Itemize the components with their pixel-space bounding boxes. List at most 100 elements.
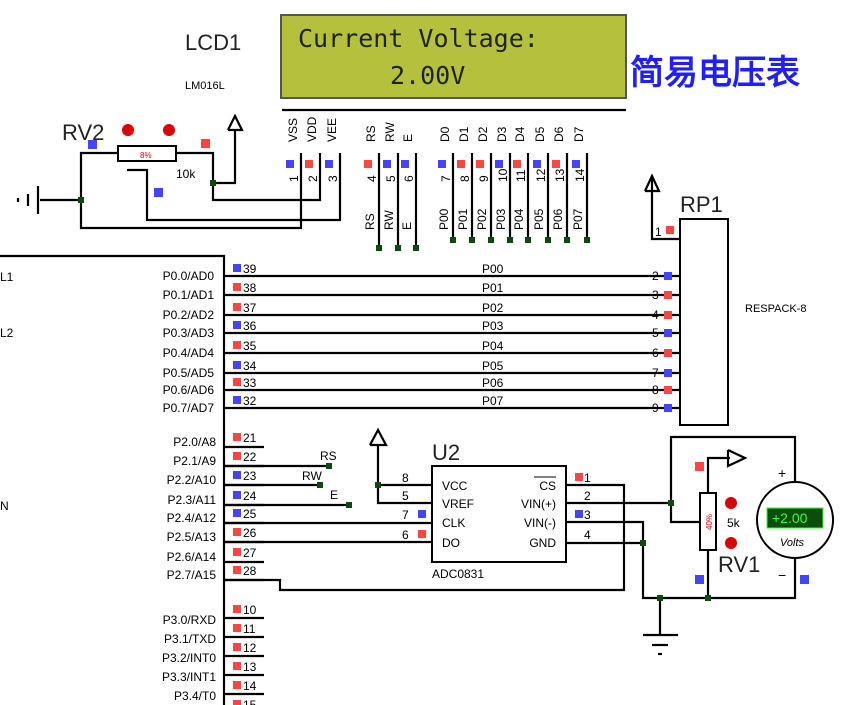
lcd-pin-label: RW [383, 122, 397, 142]
lcd-pin-number: 1 [287, 175, 301, 182]
lcd-pin-number: 8 [458, 175, 472, 182]
rv2-decrement-icon[interactable] [122, 124, 134, 136]
pin-state-indicator [233, 566, 241, 574]
pin-state-indicator [383, 160, 391, 168]
adc0831-chip[interactable] [431, 465, 567, 563]
rp1-pin-number: 3 [652, 288, 659, 302]
mcu-pin-label: P2.7/A15 [167, 568, 217, 582]
net-label: P01 [482, 281, 504, 295]
lcd-display[interactable] [280, 14, 627, 99]
pin-state-indicator [664, 311, 672, 319]
lcd-pin-label: D3 [495, 126, 509, 142]
lcd-pin-number: 13 [553, 168, 567, 182]
pin-state-indicator [418, 530, 426, 538]
pin-number: 32 [243, 394, 257, 408]
pin-state-indicator [233, 662, 241, 670]
rv1-increment-icon[interactable] [725, 497, 737, 509]
net-label: P03 [494, 208, 508, 230]
pin-state-indicator [233, 264, 241, 272]
net-label-rw: RW [302, 469, 322, 483]
mcu-pin-label: P0.2/AD2 [163, 308, 215, 322]
pin-number: 37 [243, 301, 257, 315]
pin-state-indicator [233, 548, 241, 556]
pin-number: 21 [243, 431, 257, 445]
lcd-pin-label: VDD [305, 116, 319, 142]
lcd-pin-label: D0 [438, 126, 452, 142]
pin-number: 23 [243, 469, 257, 483]
rv2-increment-icon[interactable] [163, 124, 175, 136]
net-label: P07 [482, 394, 504, 408]
pin-state-indicator [233, 361, 241, 369]
mcu-pin-label: P3.0/RXD [163, 613, 217, 627]
rv2-value: 10k [176, 167, 196, 181]
rv1-ref: RV1 [718, 552, 760, 577]
mcu-label: L2 [0, 326, 14, 340]
pin-state-indicator [572, 160, 580, 168]
pin-state-indicator [233, 303, 241, 311]
lcd-pin-label: D5 [533, 126, 547, 142]
mcu-pin-label: P2.3/A11 [168, 493, 217, 507]
pin-state-indicator [664, 349, 672, 357]
mcu-pin-label: P2.1/A9 [173, 454, 216, 468]
u2-pin-number: 2 [584, 489, 591, 503]
u2-pin-label: VCC [442, 479, 468, 493]
pin-number: 25 [243, 507, 257, 521]
mcu-label: L1 [0, 270, 14, 284]
lcd-line2: 2.00V [390, 61, 465, 90]
u2-pin-label: VIN(+) [521, 497, 556, 511]
u2-pin-label: DO [442, 536, 460, 550]
pin-state-indicator [233, 321, 241, 329]
u2-pin-label: GND [529, 536, 556, 550]
mcu-pin-label: P0.6/AD6 [163, 383, 215, 397]
lcd-pin-label: VEE [325, 118, 339, 142]
rv1-potentiometer[interactable] [699, 492, 717, 551]
voltmeter-reading: +2.00 [772, 510, 808, 526]
pin-state-indicator [233, 471, 241, 479]
mcu-pin-label: P2.2/A10 [167, 473, 217, 487]
pin-state-indicator [233, 378, 241, 386]
net-label: P07 [571, 208, 585, 230]
lcd-pin-number: 5 [384, 175, 398, 182]
pin-number: 15 [243, 698, 257, 705]
pin-state-indicator [513, 160, 521, 168]
net-label-rs: RS [320, 449, 337, 463]
pin-state-indicator [233, 605, 241, 613]
rp1-part: RESPACK-8 [745, 303, 807, 315]
net-label: P04 [512, 208, 526, 230]
pin-state-indicator [233, 624, 241, 632]
rv2-percent: 8% [140, 151, 152, 160]
u2-pin-number: 3 [584, 508, 591, 522]
pin-number: 27 [243, 546, 257, 560]
mcu-pin-label: P2.0/A8 [173, 435, 216, 449]
pin-number: 10 [243, 603, 257, 617]
power-terminal-icon [369, 427, 388, 447]
lcd-ref: LCD1 [185, 30, 241, 55]
lcd-pin-label: E [401, 134, 415, 142]
rv1-decrement-icon[interactable] [725, 537, 737, 549]
rp1-pin-number: 8 [652, 383, 659, 397]
lcd-pin-number: 6 [402, 175, 416, 182]
pin-state-indicator [233, 433, 241, 441]
net-label: P00 [437, 208, 451, 230]
pin-number: 35 [243, 339, 257, 353]
net-label: P03 [482, 319, 504, 333]
u2-pin-label: CS [539, 479, 556, 493]
pin-number: 13 [243, 660, 257, 674]
pin-number: 38 [243, 281, 257, 295]
lcd-pin-number: 11 [514, 169, 528, 182]
lcd-pin-label: D2 [476, 126, 490, 142]
u2-pin-number: 4 [584, 528, 591, 542]
rp1-body[interactable] [679, 218, 729, 426]
rp1-ref: RP1 [680, 192, 723, 217]
net-label: E [400, 222, 414, 230]
rp1-pin-number: 2 [652, 269, 659, 283]
pin-state-indicator [233, 396, 241, 404]
lcd-pin-number: 12 [534, 168, 548, 182]
net-label: P05 [482, 359, 504, 373]
pin-state-indicator [664, 291, 672, 299]
net-label: P06 [482, 376, 504, 390]
u2-pin-number: 7 [402, 508, 409, 522]
pin-number: 36 [243, 319, 257, 333]
pin-number: 33 [243, 376, 257, 390]
